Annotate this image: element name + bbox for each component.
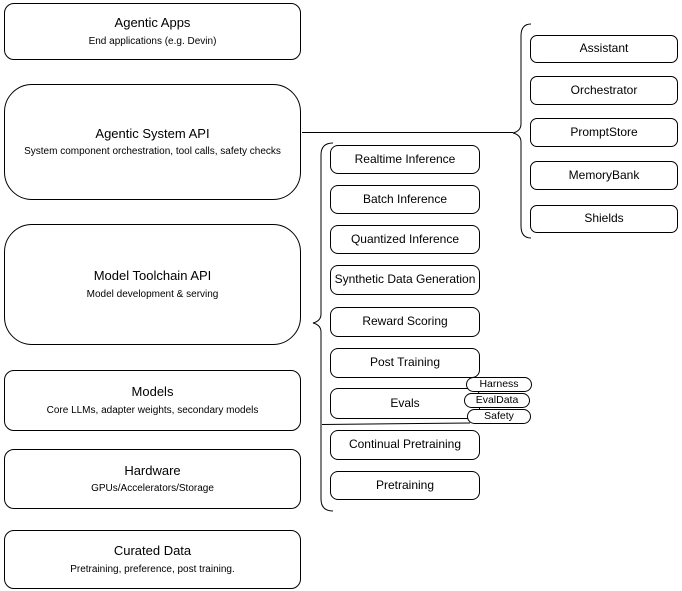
eval-tag-evaldata: EvalData xyxy=(464,393,530,408)
eval-tag-safety: Safety xyxy=(467,409,531,424)
eval-tag-harness: Harness xyxy=(466,377,532,392)
api-node-quantized-inference: Quantized Inference xyxy=(330,225,480,254)
component-node-promptstore: PromptStore xyxy=(530,118,678,147)
api-node-continual-pretraining: Continual Pretraining xyxy=(330,430,480,460)
layer-subtitle: End applications (e.g. Devin) xyxy=(88,35,217,47)
api-node-realtime-inference: Realtime Inference xyxy=(330,145,480,174)
layer-box-hardware: Hardware GPUs/Accelerators/Storage xyxy=(4,449,301,509)
component-node-memorybank: MemoryBank xyxy=(530,161,678,190)
middle-group-brace xyxy=(312,142,334,512)
layer-box-agentic-apps: Agentic Apps End applications (e.g. Devi… xyxy=(4,3,301,60)
api-node-pretraining: Pretraining xyxy=(330,471,480,500)
layer-box-agentic-system-api: Agentic System API System component orch… xyxy=(4,84,301,200)
api-node-synthetic-data-generation: Synthetic Data Generation xyxy=(330,265,480,295)
api-node-post-training: Post Training xyxy=(330,348,480,378)
layer-title: Agentic System API xyxy=(95,125,210,141)
component-node-shields: Shields xyxy=(530,205,678,233)
layer-box-curated-data: Curated Data Pretraining, preference, po… xyxy=(4,530,301,589)
layer-box-models: Models Core LLMs, adapter weights, secon… xyxy=(4,370,301,431)
layer-subtitle: System component orchestration, tool cal… xyxy=(24,146,281,158)
api-node-reward-scoring: Reward Scoring xyxy=(330,307,480,337)
safety-connector-line xyxy=(321,422,471,425)
api-node-evals: Evals xyxy=(330,388,480,419)
layer-title: Models xyxy=(131,384,174,400)
api-node-batch-inference: Batch Inference xyxy=(330,185,480,214)
layer-box-model-toolchain-api: Model Toolchain API Model development & … xyxy=(4,224,301,345)
layer-subtitle: Core LLMs, adapter weights, secondary mo… xyxy=(46,404,259,416)
layer-subtitle: Pretraining, preference, post training. xyxy=(70,563,235,575)
layer-subtitle: Model development & serving xyxy=(86,288,219,300)
layer-title: Curated Data xyxy=(113,543,192,559)
component-node-assistant: Assistant xyxy=(530,35,678,63)
component-node-orchestrator: Orchestrator xyxy=(530,76,678,105)
layer-subtitle: GPUs/Accelerators/Storage xyxy=(91,483,214,495)
layer-title: Agentic Apps xyxy=(114,15,191,31)
layer-title: Model Toolchain API xyxy=(93,268,212,284)
layer-title: Hardware xyxy=(124,462,181,478)
right-group-brace xyxy=(512,23,532,239)
